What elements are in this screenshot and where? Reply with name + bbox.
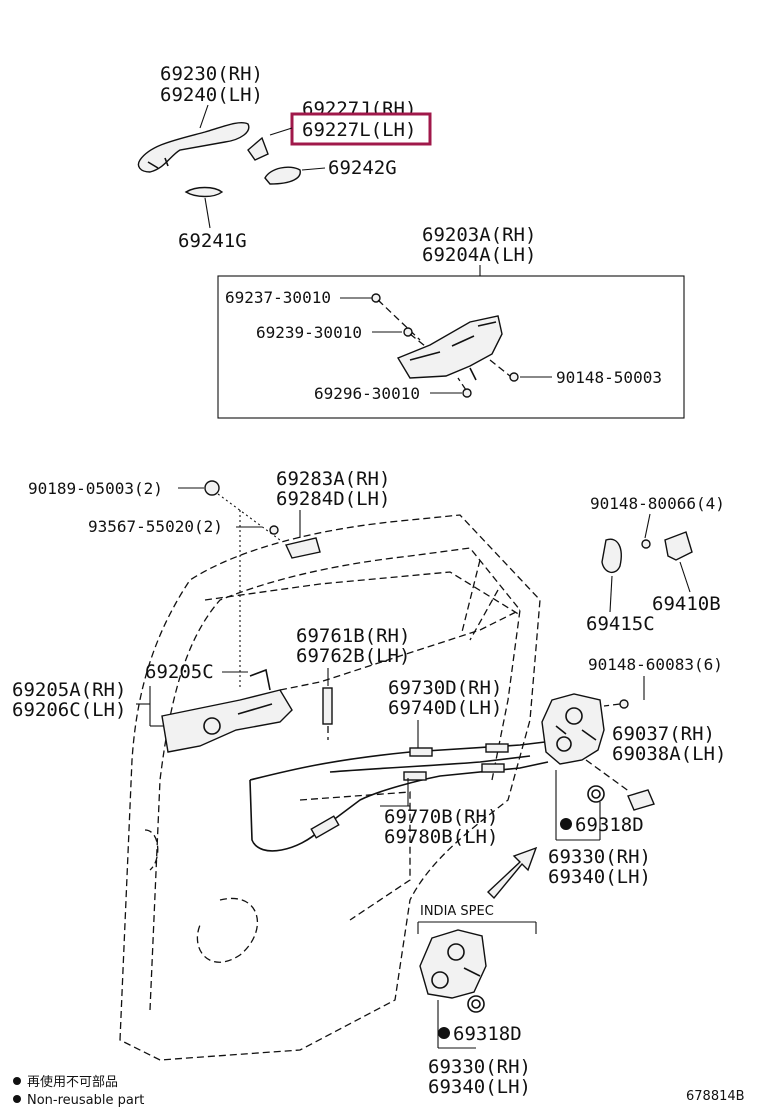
label-frame-lh: 69204A(LH) <box>422 244 536 266</box>
outside-handle-group: 69230(RH) 69240(LH) 69227J(RH) 69227L(LH… <box>137 63 432 252</box>
label-clip-90189: 90189-05003(2) <box>28 479 163 498</box>
frame-shape <box>396 315 503 379</box>
label-pad-241g: 69241G <box>178 230 247 252</box>
label-lock-038a: 69038A(LH) <box>612 743 726 765</box>
label-cable-740d: 69740D(LH) <box>388 697 502 719</box>
label-handle-lh: 69240(LH) <box>160 84 263 106</box>
cable-group: 69730D(RH) 69740D(LH) 69770B(RH) 69780B(… <box>249 677 549 852</box>
legend-line-jp: 再使用不可部品 <box>27 1074 118 1090</box>
label-cable-730d: 69730D(RH) <box>388 677 502 699</box>
diagram-id: 678814B <box>686 1089 745 1104</box>
label-cable-770b: 69770B(RH) <box>384 806 498 828</box>
label-screw-237: 69237-30010 <box>225 288 331 307</box>
outside-handle-shape <box>137 122 250 173</box>
label-cover-284d: 69284D(LH) <box>276 488 390 510</box>
label-rod-762b: 69762B(LH) <box>296 645 410 667</box>
highlight-box <box>290 112 432 146</box>
handle-cover-shape <box>247 136 269 161</box>
rod-group: 69761B(RH) 69762B(LH) <box>296 625 410 740</box>
cover-283a-shape <box>285 537 321 559</box>
label-pad-242g: 69242G <box>328 157 397 179</box>
striker-415c-shape <box>601 538 622 573</box>
frame-box <box>217 275 685 419</box>
label-lock-037: 69037(RH) <box>612 723 715 745</box>
cable-lower-shape <box>249 761 549 852</box>
arrow-shape <box>486 846 538 900</box>
legend: 再使用不可部品 Non-reusable part <box>13 1074 144 1108</box>
label-inner-205c: 69205C <box>145 661 214 683</box>
label-striker-410b: 69410B <box>652 593 721 615</box>
clip-screw-group: 90189-05003(2) 93567-55020(2) 69283A(RH)… <box>28 468 390 690</box>
label-cover-283a: 69283A(RH) <box>276 468 390 490</box>
label-cable-780b: 69780B(LH) <box>384 826 498 848</box>
door-lock-shape <box>541 693 605 765</box>
label-lock-330-india: 69330(RH) <box>428 1056 531 1078</box>
pad-241g-shape <box>184 186 224 198</box>
label-cover-lh: 69227L(LH) <box>302 119 416 141</box>
inside-handle-group: 69205C 69205A(RH) 69206C(LH) <box>12 661 293 753</box>
label-bolt-60083: 90148-60083(6) <box>588 655 723 674</box>
label-frame-rh: 69203A(RH) <box>422 224 536 246</box>
label-rod-761b: 69761B(RH) <box>296 625 410 647</box>
label-striker-415c: 69415C <box>586 613 655 635</box>
label-lock-340-india: 69340(LH) <box>428 1076 531 1098</box>
striker-group: 90148-80066(4) 69410B 69415C <box>586 494 725 635</box>
label-lock-330: 69330(RH) <box>548 846 651 868</box>
label-screw-296: 69296-30010 <box>314 384 420 403</box>
door-lock-group: 90148-60083(6) 69037(RH) 69038A(LH) 6931… <box>486 655 726 900</box>
label-bolt-50003: 90148-50003 <box>556 368 662 387</box>
label-washer-318d: 69318D <box>575 814 644 836</box>
india-spec-group: INDIA SPEC 69318D 69330(RH) 69340(LH) <box>417 904 537 1098</box>
label-inner-205a: 69205A(RH) <box>12 679 126 701</box>
label-screw-239: 69239-30010 <box>256 323 362 342</box>
door-panel-outline <box>119 514 541 1061</box>
label-bolt-80066: 90148-80066(4) <box>590 494 725 513</box>
label-lock-340: 69340(LH) <box>548 866 651 888</box>
striker-410b-shape <box>664 531 693 561</box>
inside-handle-shape <box>161 689 293 753</box>
handle-frame-group: 69203A(RH) 69204A(LH) 69237-30010 69239-… <box>217 224 685 419</box>
india-lock-shape <box>419 929 487 999</box>
label-washer-318d-india: 69318D <box>453 1023 522 1045</box>
label-screw-93567: 93567-55020(2) <box>88 517 223 536</box>
label-india-spec: INDIA SPEC <box>420 904 494 919</box>
pad-242g-shape <box>264 166 301 185</box>
label-handle-rh: 69230(RH) <box>160 63 263 85</box>
rod-shape <box>322 687 333 725</box>
label-inner-206c: 69206C(LH) <box>12 699 126 721</box>
legend-line-en: Non-reusable part <box>27 1093 144 1108</box>
